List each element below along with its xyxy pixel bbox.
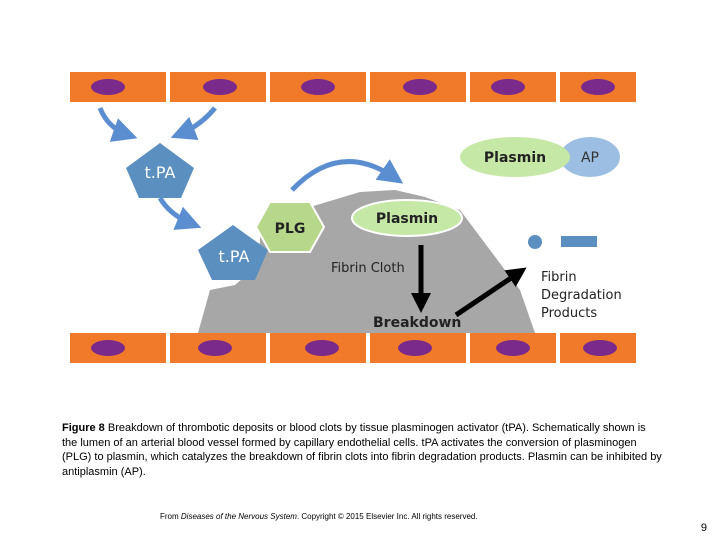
tpa-shape-bottom <box>198 225 268 280</box>
arrow-breakdown-to-products <box>454 267 527 318</box>
fdp-label-line1: Fibrin <box>541 270 577 285</box>
arrow-tpa-to-tpa <box>157 196 202 230</box>
fdp-label-line2: Degradation <box>541 288 622 303</box>
source-line: From Diseases of the Nervous System. Cop… <box>160 512 478 521</box>
plg-label: PLG <box>275 221 306 237</box>
degradation-product-dot <box>528 235 542 249</box>
nucleus <box>198 340 232 356</box>
top-endothelial-row <box>70 72 636 102</box>
plasmin-shape-top <box>460 137 570 177</box>
nucleus <box>91 79 125 95</box>
page-number: 9 <box>700 522 707 534</box>
plasmin-label-center: Plasmin <box>376 211 438 227</box>
caption-text: Breakdown of thrombotic deposits or bloo… <box>62 422 662 478</box>
nucleus <box>491 79 525 95</box>
arrow-cell-to-tpa <box>170 106 217 141</box>
bottom-endothelial-row <box>70 333 636 363</box>
nucleus <box>403 79 437 95</box>
degradation-product-bar <box>561 236 597 247</box>
caption-label: Figure 8 <box>62 422 105 434</box>
figure-caption: Figure 8 Breakdown of thrombotic deposit… <box>62 421 662 479</box>
tpa-label-top: t.PA <box>145 163 176 182</box>
fdp-label-line3: Products <box>541 306 597 321</box>
source-book: Diseases of the Nervous System <box>180 512 297 521</box>
ap-label: AP <box>581 150 599 166</box>
nucleus <box>581 79 615 95</box>
nucleus <box>305 340 339 356</box>
nucleus <box>496 340 530 356</box>
plasmin-label-top: Plasmin <box>484 150 546 166</box>
plg-shape <box>254 201 326 253</box>
tpa-shape-top <box>126 143 194 198</box>
source-prefix: From <box>160 512 181 521</box>
fibrin-cloth-label: Fibrin Cloth <box>331 261 405 276</box>
diagram: t.PA t.PA PLG Plasmin Plasmin AP Fibrin … <box>70 72 636 363</box>
ap-shape <box>560 137 620 177</box>
nucleus <box>203 79 237 95</box>
source-suffix: . Copyright © 2015 Elsevier Inc. All rig… <box>296 512 478 521</box>
nucleus <box>583 340 617 356</box>
nucleus <box>301 79 335 95</box>
breakdown-label: Breakdown <box>373 315 461 331</box>
nucleus <box>398 340 432 356</box>
tpa-label-bottom: t.PA <box>219 247 250 266</box>
plasmin-shape-center <box>351 199 463 237</box>
nucleus <box>91 340 125 356</box>
arrow-cell-to-tpa <box>97 107 138 142</box>
arrow-plg-to-plasmin <box>290 159 404 192</box>
